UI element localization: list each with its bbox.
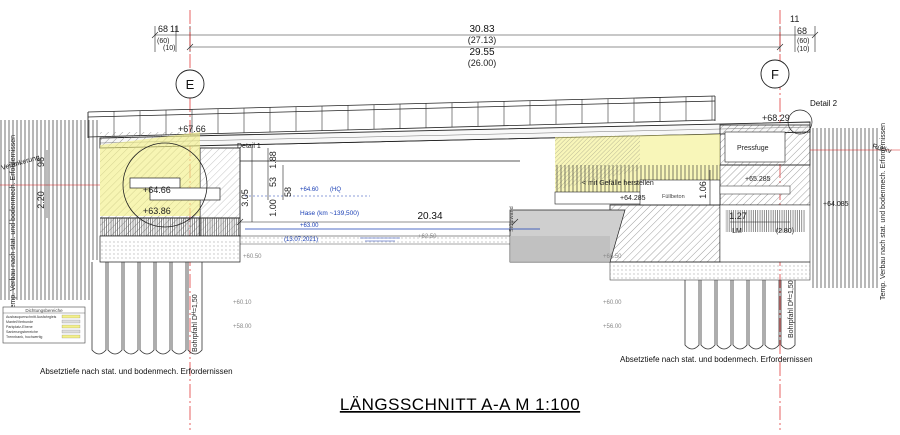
dim-left-68: 68 bbox=[158, 24, 168, 34]
elev-right-pile-2: +56.00 bbox=[603, 324, 622, 330]
left-abutment bbox=[99, 132, 241, 263]
dim-53: 53 bbox=[268, 177, 278, 187]
elev-right-1: +64.285 bbox=[620, 195, 646, 202]
gefaelle-label: < mit Gefälle herstellen bbox=[582, 180, 654, 187]
right-verbau bbox=[810, 128, 900, 288]
right-dims bbox=[709, 170, 790, 223]
elev-bed: +62.50 bbox=[418, 234, 437, 240]
dim-127: 1.27 bbox=[729, 211, 747, 221]
legend-rows: Ausbauquerschnitt AusfahrgleisMantel/Ver… bbox=[6, 314, 81, 339]
dim-left-10: (10) bbox=[163, 45, 175, 52]
dim-220: 2.20 bbox=[36, 191, 46, 209]
elev-left-pile-2: +58.00 bbox=[233, 324, 252, 330]
pile bbox=[732, 280, 748, 350]
axis-marker-e: E bbox=[175, 69, 205, 99]
span-dimension bbox=[236, 218, 519, 226]
right-abutment bbox=[509, 124, 811, 281]
elev-left-found: +60.50 bbox=[243, 254, 262, 260]
elev-left-1: +64.66 bbox=[143, 185, 171, 195]
elev-mw: +63.00 bbox=[300, 223, 319, 229]
legend-title: Dichtungsbereiche bbox=[25, 308, 63, 313]
elev-right-3: +64.085 bbox=[823, 201, 849, 208]
legend-row-text: Parkplatz-Ebene bbox=[6, 325, 33, 329]
dim-305: 3.05 bbox=[240, 189, 250, 207]
elev-left-top: +67.66 bbox=[178, 124, 206, 134]
dim-96: 96 bbox=[36, 157, 46, 167]
dim-right-11: 11 bbox=[790, 14, 799, 24]
elev-right-2: +65.285 bbox=[745, 176, 771, 183]
verbau-left-label: Temp. Verbau nach stat. und bodenmech. E… bbox=[10, 135, 17, 312]
dim-100: 1.00 bbox=[268, 199, 278, 217]
left-verbau bbox=[0, 120, 100, 300]
left-vertical-dims bbox=[46, 148, 284, 222]
pile bbox=[764, 280, 780, 350]
verbau-right-label: Temp. Verbau nach stat. und bodenmech. E… bbox=[880, 123, 887, 300]
left-piles bbox=[91, 262, 203, 355]
pile-left-label: Bohrpfahl Dᴴ=1,50 bbox=[192, 294, 199, 352]
dim-span: 20.34 bbox=[417, 211, 442, 222]
elev-left-2: +63.86 bbox=[143, 206, 171, 216]
legend-row-text: Trennbank, hochwertig bbox=[6, 335, 42, 339]
pile bbox=[780, 280, 796, 350]
pressfuge-label: Pressfuge bbox=[737, 145, 769, 152]
dim-280: (2.80) bbox=[776, 228, 794, 235]
channel bbox=[240, 195, 540, 245]
pile bbox=[684, 280, 700, 350]
dim-right-68: 68 bbox=[797, 26, 807, 36]
pile bbox=[155, 262, 171, 355]
elev-right-top: +68.29 bbox=[762, 113, 790, 123]
elev-hq: +64.60 bbox=[300, 187, 319, 193]
axis-marker-f: F bbox=[760, 59, 790, 89]
pile bbox=[716, 280, 732, 350]
pile bbox=[107, 262, 123, 355]
elev-left-pile-1: +60.10 bbox=[233, 300, 252, 306]
pile bbox=[700, 280, 716, 350]
hase-label: Hase (km ~139,500) bbox=[300, 210, 359, 217]
dim-right-60: (60) bbox=[797, 38, 809, 45]
absetz-right-label: Absetztiefe nach stat. und bodenmech. Er… bbox=[620, 355, 813, 364]
dim-58: 58 bbox=[283, 187, 293, 197]
railing-posts bbox=[87, 96, 713, 137]
legend-row-swatch bbox=[61, 334, 81, 339]
elev-right-pile-1: +60.00 bbox=[603, 300, 622, 306]
pile bbox=[171, 262, 187, 355]
stuetzwand-label: Stützwand bbox=[509, 206, 515, 232]
top-dimension-block bbox=[151, 26, 819, 52]
pile bbox=[123, 262, 139, 355]
pile bbox=[187, 262, 203, 355]
legend-row-swatch bbox=[61, 314, 81, 319]
pile-right-label: Bohrpfahl Dᴴ=1,50 bbox=[788, 280, 795, 338]
detail-2-label: Detail 2 bbox=[810, 99, 838, 108]
dim-main-1: 30.83 bbox=[469, 24, 494, 35]
drawing-title: LÄNGSSCHNITT A-A M 1:100 bbox=[340, 395, 580, 414]
dim-left-11: 11 bbox=[170, 24, 179, 34]
dim-right-10: (10) bbox=[797, 46, 809, 53]
legend-row-text: Mantel/Verbunde bbox=[6, 320, 33, 324]
pile bbox=[91, 262, 107, 355]
elev-mw-date: (13.07.2021) bbox=[284, 237, 318, 243]
dim-main-2-paren: (26.00) bbox=[468, 58, 497, 68]
dim-188: 1.88 bbox=[268, 151, 278, 169]
elev-hq-label: (HQ bbox=[330, 187, 341, 193]
dim-106: 1.06 bbox=[698, 181, 708, 199]
pile bbox=[748, 280, 764, 350]
pile bbox=[139, 262, 155, 355]
right-piles bbox=[684, 280, 796, 350]
dim-main-1-paren: (27.13) bbox=[468, 35, 497, 45]
legend-row-swatch bbox=[61, 324, 81, 329]
absetz-left-label: Absetztiefe nach stat. und bodenmech. Er… bbox=[40, 367, 233, 376]
dim-left-60: (60) bbox=[157, 38, 169, 45]
axis-label-e: E bbox=[186, 77, 195, 92]
fullbeton-label: Füllbeton bbox=[662, 194, 685, 200]
legend-row-text: Ausbauquerschnitt Ausfahrgleis bbox=[6, 315, 57, 319]
legend-row-text: Sanierungsbereiche bbox=[6, 330, 38, 334]
detail-1-label: Detail 1 bbox=[237, 143, 261, 150]
legend-row-swatch bbox=[61, 329, 81, 334]
elev-right-found: +60.50 bbox=[603, 254, 622, 260]
dim-main-2: 29.55 bbox=[469, 47, 494, 58]
lm-label: LM bbox=[732, 228, 742, 235]
legend-row-swatch bbox=[61, 319, 81, 324]
axis-label-f: F bbox=[771, 67, 779, 82]
